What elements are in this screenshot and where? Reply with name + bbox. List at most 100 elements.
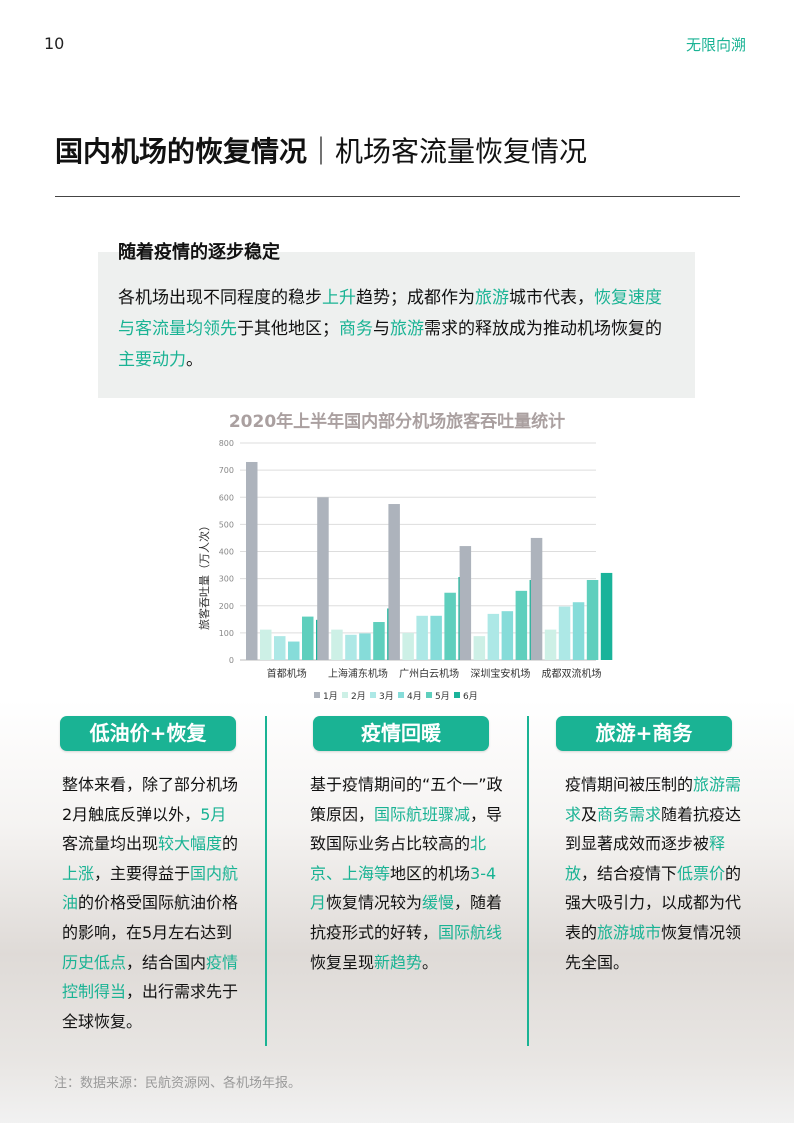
text-segment: ，随着抗疫形式的好转，	[310, 893, 503, 942]
x-tick-label: 深圳宝安机场	[470, 667, 530, 680]
text-segment: 客流量均出现	[62, 834, 159, 854]
highlight-text: 低票价	[677, 863, 726, 883]
airport-background-image	[0, 700, 794, 1123]
highlight-text: 旅游城市	[597, 922, 662, 942]
bar-1月-上海浦东机场	[317, 497, 329, 660]
legend-label: 5月	[435, 691, 450, 702]
column-divider	[265, 716, 267, 1046]
bar-2月-深圳宝安机场	[473, 636, 486, 660]
highlight-text: 旅游	[475, 288, 509, 308]
highlight-text: 旅游需求	[565, 775, 742, 824]
bar-3月-上海浦东机场	[345, 634, 357, 660]
y-tick-label: 800	[219, 439, 234, 448]
legend-swatch	[398, 692, 404, 698]
y-tick-label: 300	[219, 575, 234, 584]
highlight-text: 国内航油	[62, 863, 239, 913]
text-segment: 基于疫情期间的“五个一”政策原因，	[310, 775, 503, 824]
text-segment: 恢复情况领先全国。	[565, 922, 742, 972]
bar-4月-首都机场	[288, 641, 300, 660]
text-segment: 城市代表，	[509, 288, 594, 308]
title-separator: ｜	[307, 135, 336, 168]
bar-3月-成都双流机场	[558, 606, 571, 660]
highlight-text: 上涨	[62, 863, 95, 883]
footnote: 注：数据来源：民航资源网、各机场年报。	[54, 1076, 302, 1091]
highlight-text: 新趋势	[374, 952, 423, 972]
bar-5月-广州白云机场	[444, 592, 456, 660]
bar-4月-上海浦东机场	[359, 633, 371, 660]
text-segment: 趋势；成都作为	[356, 288, 475, 308]
x-tick-label: 广州白云机场	[399, 667, 459, 680]
bar-2月-首都机场	[260, 629, 272, 660]
text-segment: 。	[422, 952, 439, 972]
highlight-text: 较大幅度	[158, 834, 223, 854]
highlight-text: 商务	[339, 319, 373, 339]
text-segment: ，主要得益于	[94, 863, 191, 883]
column-label-tourism: 旅游+商务	[556, 716, 732, 751]
highlight-text: 恢复速度与客流量均领先	[118, 288, 662, 339]
text-segment: 整体来看，除了部分机场2月触底反弹以外，	[62, 775, 239, 824]
y-axis-label: 旅客吞吐量（万人次）	[197, 520, 211, 630]
title-divider	[55, 196, 740, 197]
legend-label: 6月	[463, 691, 478, 702]
y-tick-label: 200	[219, 602, 234, 611]
bar-5月-上海浦东机场	[373, 622, 385, 660]
text-segment: 随着抗疫达到显著成效而逐步被	[565, 804, 742, 854]
bar-5月-深圳宝安机场	[515, 590, 528, 660]
text-segment: 及	[581, 804, 598, 824]
bar-6月-成都双流机场	[600, 572, 613, 660]
y-tick-label: 500	[219, 520, 234, 529]
highlight-text: 上升	[322, 288, 356, 308]
text-segment: 各机场出现不同程度的稳步	[118, 288, 322, 308]
text-segment: 需求的释放成为推动机场恢复的	[424, 319, 662, 339]
text-segment: 地区的机场	[390, 863, 471, 883]
bar-3月-首都机场	[274, 636, 286, 660]
text-segment: 恢复呈现	[310, 952, 375, 972]
highlight-text: 北京、上海等	[310, 834, 487, 883]
text-segment: ，结合疫情下	[581, 863, 678, 883]
highlight-text: 历史低点	[62, 952, 127, 972]
summary-heading: 随着疫情的逐步稳定	[118, 242, 280, 263]
column-label-low-oil: 低油价+恢复	[60, 716, 236, 751]
bar-4月-成都双流机场	[572, 602, 585, 660]
highlight-text: 国际航线	[438, 922, 503, 942]
text-segment: 疫情期间被压制的	[565, 775, 694, 794]
text-segment: 的强大吸引力，以成都为代表的	[565, 863, 742, 942]
legend-swatch	[454, 692, 460, 698]
title-sub: 机场客流量恢复情况	[335, 135, 588, 168]
legend-label: 2月	[351, 691, 366, 702]
bar-4月-深圳宝安机场	[501, 611, 514, 660]
bar-4月-广州白云机场	[430, 615, 442, 660]
column-text-low-oil: 整体来看，除了部分机场2月触底反弹以外，5月客流量均出现较大幅度的上涨，主要得益…	[62, 770, 242, 1036]
legend-swatch	[314, 692, 320, 698]
y-tick-label: 600	[219, 493, 234, 502]
bar-5月-成都双流机场	[586, 579, 599, 660]
bar-1月-深圳宝安机场	[459, 546, 472, 660]
bar-5月-首都机场	[302, 616, 314, 660]
legend-label: 4月	[407, 691, 422, 702]
column-label-epidemic: 疫情回暖	[313, 716, 489, 751]
x-tick-label: 首都机场	[267, 667, 307, 680]
highlight-text: 国际航班骤减	[374, 804, 471, 824]
highlight-text: 5月	[200, 804, 227, 824]
y-tick-label: 100	[219, 629, 234, 638]
column-text-tourism: 疫情期间被压制的旅游需求及商务需求随着抗疫达到显著成效而逐步被释放，结合疫情下低…	[565, 770, 745, 977]
column-text-epidemic: 基于疫情期间的“五个一”政策原因，国际航班骤减，导致国际业务占比较高的北京、上海…	[310, 770, 505, 977]
highlight-text: 商务需求	[597, 804, 662, 824]
highlight-text: 疫情控制得当	[62, 952, 239, 1002]
page-title: 国内机场的恢复情况｜机场客流量恢复情况	[55, 130, 587, 170]
legend-swatch	[370, 692, 376, 698]
highlight-text: 3-4月	[310, 863, 497, 913]
page-number: 10	[44, 34, 65, 53]
y-tick-label: 0	[229, 656, 234, 665]
text-segment: 的价格受国际航油价格的影响，在5月左右达到	[62, 893, 239, 942]
text-segment: 于其他地区；	[237, 319, 339, 339]
title-main: 国内机场的恢复情况	[55, 135, 308, 168]
bar-chart: 0100200300400500600700800旅客吞吐量（万人次）首都机场上…	[197, 439, 613, 702]
x-tick-label: 成都双流机场	[542, 667, 602, 680]
text-segment: ，导致国际业务占比较高的	[310, 804, 503, 854]
bar-2月-成都双流机场	[544, 629, 557, 660]
highlight-text: 缓慢	[422, 893, 455, 913]
legend-swatch	[342, 692, 348, 698]
bar-1月-首都机场	[246, 461, 258, 660]
text-segment: 。	[186, 350, 203, 370]
